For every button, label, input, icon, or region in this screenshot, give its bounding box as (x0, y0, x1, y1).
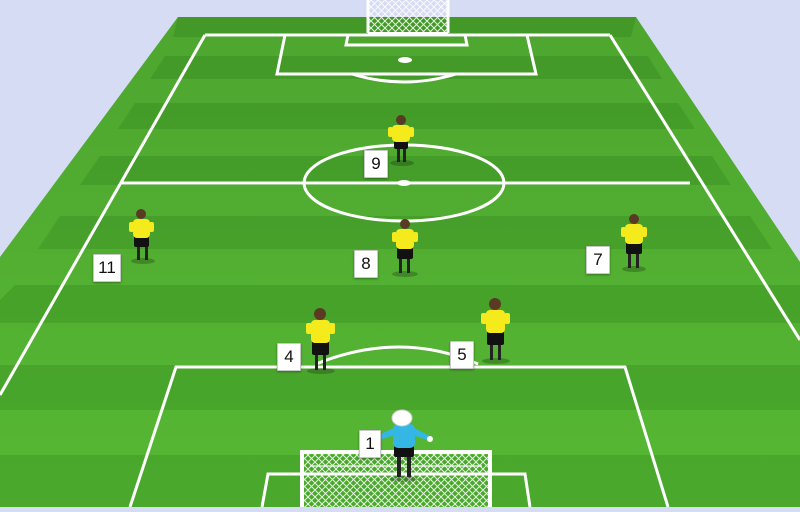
player-7[interactable] (621, 214, 647, 272)
touchline-right (608, 34, 800, 341)
bottom-penalty-box (128, 365, 670, 508)
player-number-card-7: 7 (586, 246, 610, 274)
player-number-card-9: 9 (364, 150, 388, 178)
top-six-yard-box (344, 34, 469, 47)
player-number-card-4: 4 (277, 343, 301, 371)
player-number-card-11: 11 (93, 254, 121, 282)
player-9[interactable] (388, 115, 414, 166)
top-penalty-spot (398, 57, 412, 63)
player-number-card-1: 1 (359, 430, 381, 458)
player-number-card-8: 8 (354, 250, 378, 278)
player-8[interactable] (392, 219, 418, 277)
player-1-goalkeeper[interactable] (373, 411, 433, 482)
centre-spot (397, 180, 411, 186)
player-5[interactable] (481, 298, 510, 364)
ball-icon[interactable] (391, 409, 413, 427)
player-11[interactable] (129, 209, 155, 264)
touchline-left (0, 34, 207, 396)
player-4[interactable] (306, 308, 335, 374)
player-number-card-5: 5 (450, 341, 474, 369)
top-penalty-box (275, 34, 538, 76)
top-goal (366, 0, 450, 34)
top-penalty-arc (351, 72, 457, 84)
